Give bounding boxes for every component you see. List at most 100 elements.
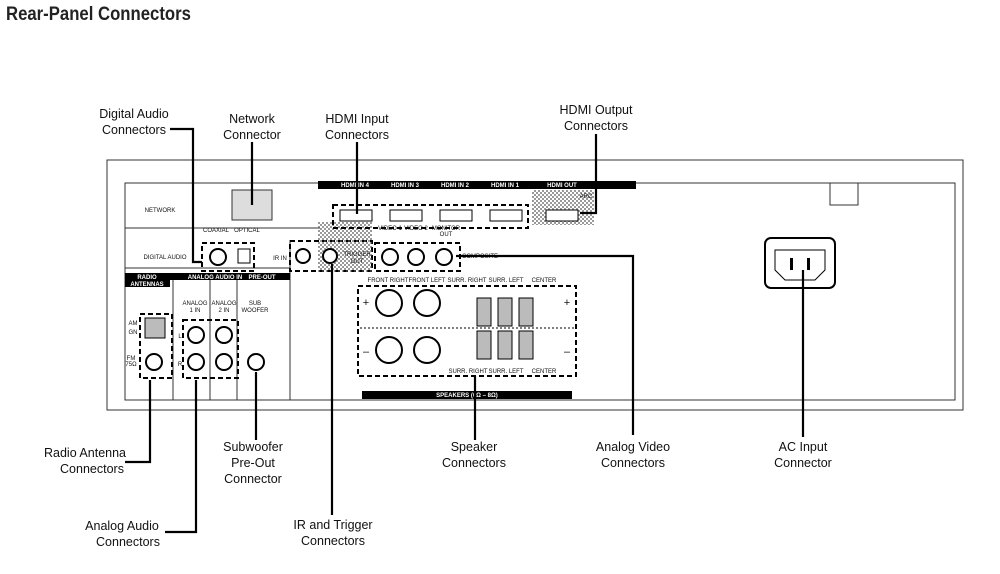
hdmi-out-port [545,209,579,222]
label-minus: – [363,346,370,358]
svg-text:Speaker: Speaker [451,440,498,454]
label-network: NETWORK [145,208,176,214]
label-monitor: MONITOR [432,226,461,232]
label-video2: VIDEO 2 [404,226,428,232]
svg-text:Connectors: Connectors [442,456,506,470]
label-speakers: SPEAKERS (6Ω – 8Ω) [436,393,498,399]
label-analog1: ANALOG [182,301,207,307]
label-front-left: FRONT LEFT [409,278,446,284]
surr-right-plus-terminal [476,297,492,327]
label-hdmi-in3: HDMI IN 3 [391,183,420,189]
center-plus-terminal [518,297,534,327]
label-75ohm: 75Ω [125,362,137,368]
analog2-r-jack [215,353,233,371]
label-surr-right-bottom: SURR. RIGHT [449,369,488,375]
label-front-right: FRONT RIGHT [368,278,409,284]
svg-text:Radio Antenna: Radio Antenna [44,446,126,460]
ir-in-jack [295,248,311,264]
label-fm: FM [127,356,136,362]
label-plus: + [363,297,369,309]
page-title: Rear-Panel Connectors [6,4,191,25]
label-gn: GN [129,330,138,336]
fm-jack [145,353,163,371]
label-surr-left: SURR. LEFT [488,278,523,284]
svg-text:HDMI Input: HDMI Input [325,112,389,126]
svg-text:Network: Network [229,112,276,126]
label-hdmi-in1: HDMI IN 1 [491,183,520,189]
label-coaxial: COAXIAL [203,228,230,234]
svg-text:Connector: Connector [223,128,281,142]
label-ir-in: IR IN [273,256,287,262]
hdmi-in1-port [489,209,523,222]
subwoofer-jack [247,353,265,371]
label-radio: RADIO [137,275,157,281]
label-analog-audio-in: ANALOG AUDIO IN [188,275,242,281]
hdmi-in3-port [389,209,423,222]
svg-text:Analog Video: Analog Video [596,440,670,454]
label-antennas: ANTENNAS [130,282,163,288]
svg-text:Subwoofer: Subwoofer [223,440,283,454]
analog1-l-jack [187,326,205,344]
surr-right-minus-terminal [476,330,492,360]
monitor-out-jack [435,248,453,266]
svg-text:Digital Audio: Digital Audio [99,107,169,121]
label-video1: VIDEO 1 [378,226,402,232]
label-surr-left-bottom: SURR. LEFT [488,369,523,375]
front-left-minus-post [413,336,441,364]
label-center-bottom: CENTER [532,369,557,375]
label-hdmi-out: HDMI OUT [547,183,577,189]
surr-left-plus-terminal [497,297,513,327]
svg-text:Pre-Out: Pre-Out [231,456,275,470]
label-minus-right: – [564,346,571,358]
svg-text:Connectors: Connectors [601,456,665,470]
label-analog1-in: 1 IN [189,308,200,314]
surr-left-minus-terminal [497,330,513,360]
label-arc: ARC [580,194,593,200]
trigger-out-jack [322,248,338,264]
video1-jack [381,248,399,266]
svg-text:Analog Audio: Analog Audio [85,519,159,533]
label-trigger: TRIGGER [343,252,371,258]
optical-jack [237,248,251,264]
label-pre-out: PRE-OUT [249,275,276,281]
label-surr-right: SURR. RIGHT [448,278,487,284]
svg-text:AC Input: AC Input [779,440,828,454]
label-am: AM [129,321,138,327]
svg-text:Connectors: Connectors [96,535,160,549]
label-analog2-in: 2 IN [218,308,229,314]
label-woofer: WOOFER [242,308,270,314]
svg-text:Connectors: Connectors [60,462,124,476]
svg-text:Connectors: Connectors [325,128,389,142]
front-right-minus-post [375,336,403,364]
svg-text:Connectors: Connectors [564,119,628,133]
analog1-r-jack [187,353,205,371]
label-l: L [178,334,182,340]
label-r: R [178,362,183,368]
label-trigger-out: OUT [351,259,364,265]
label-hdmi-in4: HDMI IN 4 [341,183,370,189]
label-optical: OPTICAL [234,228,260,234]
center-minus-terminal [518,330,534,360]
front-right-plus-post [375,289,403,317]
am-terminal [144,317,166,339]
svg-text:Connectors: Connectors [102,123,166,137]
label-hdmi-in2: HDMI IN 2 [441,183,470,189]
svg-text:HDMI Output: HDMI Output [560,103,633,117]
label-center: CENTER [532,278,557,284]
svg-text:IR and Trigger: IR and Trigger [293,518,372,532]
video2-jack [407,248,425,266]
analog2-l-jack [215,326,233,344]
label-plus-right: + [564,297,570,309]
label-digital-audio: DIGITAL AUDIO [143,255,186,261]
hdmi-in2-port [439,209,473,222]
front-left-plus-post [413,289,441,317]
